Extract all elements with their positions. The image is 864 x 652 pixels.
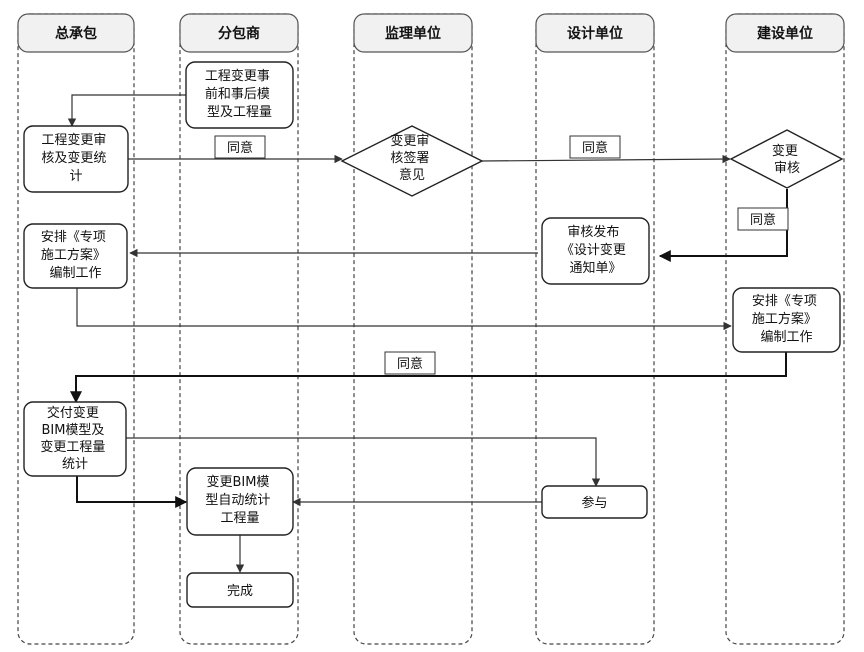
node-change-model-before-after: 工程变更事 前和事后模 型及工程量 (185, 61, 294, 129)
node-change-review-statistics: 工程变更审 核及变更统 计 (23, 125, 129, 193)
lane-title-supervisor: 监理单位 (385, 25, 441, 42)
edge-label-agree-4: 同意 (384, 351, 436, 375)
node-participate: 参与 (541, 485, 648, 519)
svg-text:变更BIM模 型自动统计 工程量: 变更BIM模 型自动统计 工程量 (205, 474, 274, 526)
svg-text:同意: 同意 (750, 212, 776, 228)
svg-text:同意: 同意 (227, 140, 253, 156)
svg-text:交付变更 BIM模型及 变更工程量: 交付变更 BIM模型及 变更工程量 统计 (40, 405, 109, 472)
edge-n8-to-n9 (76, 476, 188, 508)
node-deliver-bim-model-quantities: 交付变更 BIM模型及 变更工程量 统计 (23, 401, 127, 477)
node-issue-design-change-notice: 审核发布 《设计变更 通知单》 (541, 217, 650, 285)
node-bim-auto-quantity: 变更BIM模 型自动统计 工程量 (186, 467, 294, 536)
svg-text:变更 审核: 变更 审核 (772, 143, 802, 176)
edge-n6-to-n7 (76, 288, 732, 331)
edge-label-agree-2: 同意 (569, 135, 621, 159)
lane-designer: 设计单位 (535, 13, 655, 645)
lane-title-designer: 设计单位 (567, 25, 623, 42)
edge-n7-to-n8 (70, 352, 787, 404)
lane-title-general-contractor: 总承包 (55, 25, 97, 42)
svg-text:同意: 同意 (397, 356, 423, 372)
svg-text:审核发布 《设计变更 通知单》: 审核发布 《设计变更 通知单》 (561, 224, 630, 276)
node-complete: 完成 (186, 572, 294, 608)
svg-text:参与: 参与 (581, 495, 607, 511)
edge-label-agree-1: 同意 (214, 135, 266, 159)
edge-label-agree-3: 同意 (737, 207, 789, 231)
edge-n1-to-n2 (67, 94, 186, 127)
svg-text:安排《专项 施工方案》 编制工作: 安排《专项 施工方案》 编制工作 (41, 230, 110, 281)
svg-text:变更审 核签署 意见: 变更审 核签署 意见 (390, 133, 433, 183)
svg-text:完成: 完成 (227, 584, 253, 599)
edge-n3-to-n4 (481, 154, 731, 164)
lane-title-owner: 建设单位 (757, 25, 813, 42)
node-owner-review-decision: 变更 审核 (729, 129, 844, 189)
node-arrange-special-plan-contractor: 安排《专项 施工方案》 编制工作 (23, 223, 128, 289)
node-supervisor-review-decision: 变更审 核签署 意见 (340, 125, 484, 197)
svg-text:工程变更事 前和事后模 型及工程量: 工程变更事 前和事后模 型及工程量 (205, 68, 274, 120)
lane-title-subcontractor: 分包商 (218, 25, 260, 42)
svg-text:安排《专项 施工方案》 编制工作: 安排《专项 施工方案》 编制工作 (752, 294, 821, 345)
svg-text:工程变更审 核及变更统 计: 工程变更审 核及变更统 计 (41, 132, 110, 184)
lane-general-contractor: 总承包 (17, 13, 135, 645)
lane-supervisor: 监理单位 (353, 13, 473, 645)
svg-text:同意: 同意 (582, 140, 608, 156)
edge-n8-to-n10 (126, 437, 601, 487)
node-arrange-special-plan-owner: 安排《专项 施工方案》 编制工作 (732, 287, 841, 353)
